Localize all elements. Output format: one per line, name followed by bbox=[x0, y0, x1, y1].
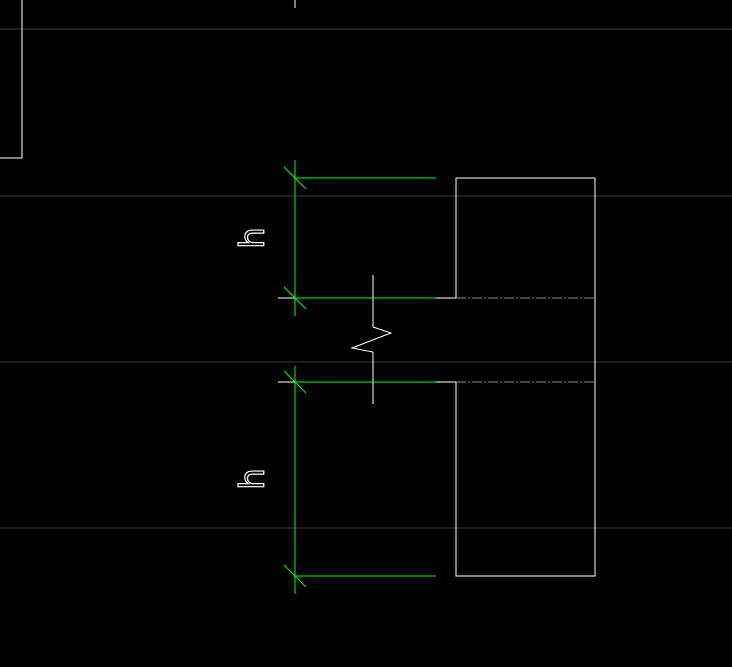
dimension-tick-mark bbox=[283, 370, 307, 394]
dimension-tick-mark bbox=[283, 286, 307, 310]
hidden-lines bbox=[456, 297, 595, 383]
partial-frame-top-left bbox=[0, 0, 23, 159]
lower-column-block bbox=[455, 382, 596, 577]
dimension-tick-mark bbox=[283, 564, 307, 588]
lower-dimension-label: h bbox=[233, 468, 273, 490]
dimension-tick-mark bbox=[283, 166, 307, 190]
dimension-layer bbox=[283, 160, 436, 594]
grid-lines bbox=[0, 28, 732, 529]
upper-column-block bbox=[455, 177, 596, 382]
upper-dimension-label: h bbox=[233, 227, 273, 249]
break-line-symbol bbox=[350, 275, 393, 404]
